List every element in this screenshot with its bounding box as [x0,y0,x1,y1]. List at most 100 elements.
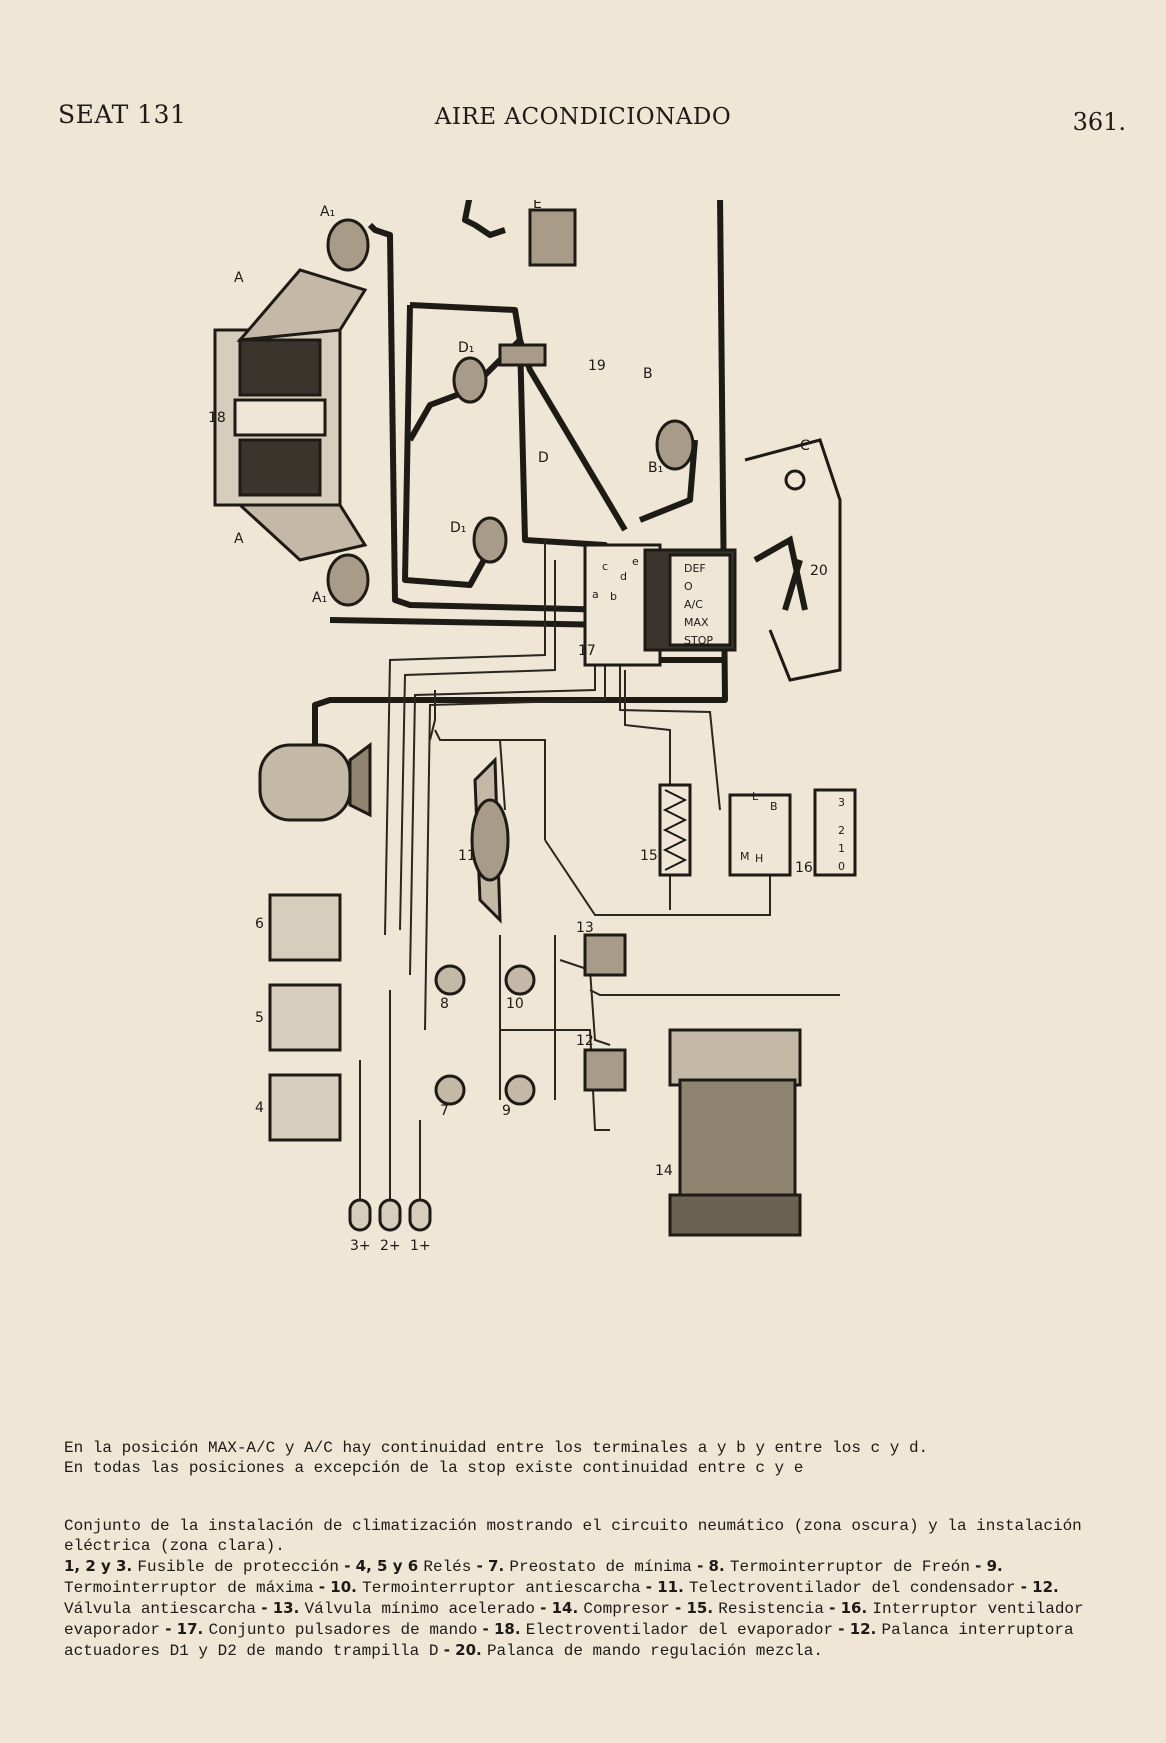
switch16-pos-2: 2 [838,824,845,837]
switch16-term-m: M [740,850,750,863]
lever-20 [744,438,842,682]
fuse-label-2: 2+ [380,1238,401,1254]
actuator-label-a1-bottom: A₁ [312,590,327,606]
actuator-label-b1: B₁ [648,460,663,476]
legend-item-text: Preostato de mínima [509,1558,692,1576]
legend-item-number: - 12. [1015,1578,1059,1596]
legend-item-text: Relés [423,1558,472,1576]
continuity-notes: En la posición MAX-A/C y A/C hay continu… [64,1438,1116,1478]
button-stop: STOP [684,634,713,647]
legend-item-number: - 10. [313,1578,363,1596]
part-label-10: 10 [506,996,524,1012]
part-label-18: 18 [208,410,226,426]
button-def: DEF [684,562,706,575]
actuator-label-a1-top: A₁ [320,204,335,220]
valves [583,933,627,1092]
legend-item-number: - 8. [691,1557,730,1575]
legend-item-number: - 18. [477,1620,526,1638]
legend-items: 1, 2 y 3. Fusible de protección - 4, 5 y… [64,1556,1116,1661]
manual-title: SEAT 131 [58,100,187,129]
switch16-term-b: B [770,800,778,813]
note-line: En todas las posiciones a excepción de l… [64,1459,804,1477]
fuses [348,1198,432,1232]
actuator-label-d1-top: D₁ [458,340,474,356]
legend-item-text: Termointerruptor antiescarcha [362,1579,641,1597]
thermostats [434,964,536,1106]
legend-item-number: 1, 2 y 3. [64,1557,138,1575]
legend-item-number: - 15. [669,1599,719,1617]
legend-item-text: Válvula mínimo acelerado [304,1600,535,1618]
terminal-d: d [620,570,627,583]
legend-item-text: Conjunto pulsadores de mando [208,1621,478,1639]
legend-item-number: - 11. [640,1578,690,1596]
note-line: En la posición MAX-A/C y A/C hay continu… [64,1439,929,1457]
part-label-6: 6 [255,916,264,932]
terminal-e: e [632,555,639,568]
legend-item-text: Válvula antiescarcha [64,1600,257,1618]
switch16-pos-0: 0 [838,860,845,873]
part-label-19: 19 [588,358,606,374]
legend-item-text: Electroventilador del evaporador [525,1621,834,1639]
legend-item-text: Interruptor ventilador evaporador [64,1600,1084,1639]
legend-item-text: Fusible de protección [137,1558,340,1576]
fuse-label-3: 3+ [350,1238,371,1254]
switch16-term-h: H [755,852,763,865]
part-label-12: 12 [576,1033,594,1049]
legend-item-number: - 17. [160,1620,209,1638]
part-label-9: 9 [502,1103,511,1119]
legend-item-text: Palanca interruptora actuadores D1 y D2 … [64,1621,1074,1660]
legend-item-text: Compresor [583,1600,670,1618]
resistor-15 [658,783,692,877]
switch16-pos-1: 1 [838,842,845,855]
actuator-label-d1-bottom: D₁ [450,520,466,536]
switch16-term-l: L [752,790,759,803]
part-label-13: 13 [576,920,594,936]
legend-item-number: - 12. [833,1620,882,1638]
part-label-16: 16 [795,860,813,876]
condenser-fan-11 [470,756,510,924]
part-label-5: 5 [255,1010,264,1026]
part-label-15: 15 [640,848,658,864]
button-ac: A/C [684,598,703,611]
terminal-c: c [602,560,608,573]
section-title: AIRE ACONDICIONADO [434,104,732,130]
button-o: O [684,580,693,593]
legend-item-number: - 14. [534,1599,584,1617]
wiring-diagram: A A E B C D 18 19 20 11 15 16 17 4 5 6 7… [208,200,857,1254]
legend-item-number: - 4, 5 y 6 [339,1557,424,1575]
switch16-pos-3: 3 [838,796,845,809]
legend-item-number: - 16. [823,1599,873,1617]
part-label-8: 8 [440,996,449,1012]
terminal-b: b [610,590,617,603]
page-number: 361. [1072,108,1126,136]
page-header: SEAT 131 AIRE ACONDICIONADO 361. [0,96,1166,136]
legend-item-number: - 13. [256,1599,305,1617]
evaporator-unit-18 [213,218,370,607]
legend-item-number: - 7. [471,1557,510,1575]
legend-intro: Conjunto de la instalación de climatizac… [64,1517,1082,1555]
legend-item-number: - 20. [438,1641,487,1659]
compressor-14 [668,1028,802,1237]
legend-item-text: Resistencia [718,1600,824,1618]
group-label-d: D [538,450,549,466]
receiver-drier [258,742,372,822]
legend-item-text: Telectroventilador del condensador [689,1579,1016,1597]
fan-switch-16 [728,788,857,877]
figure-legend: Conjunto de la instalación de climatizac… [64,1516,1116,1661]
group-label-a-top: A [234,270,244,286]
legend-item-text: Termointerruptor de máxima [64,1579,314,1597]
part-label-17: 17 [578,643,596,659]
diagram-labels: A A E B C D 18 19 20 11 15 16 17 4 5 6 7… [208,200,845,1254]
terminal-a: a [592,588,599,601]
pneumatic-circuit [312,200,728,745]
part-label-11: 11 [458,848,476,864]
group-label-a-bottom: A [234,531,244,547]
group-label-b: B [643,366,653,382]
button-panel-17 [583,543,737,667]
legend-item-text: Palanca de mando regulación mezcla. [486,1642,823,1660]
relays [268,893,342,1142]
group-label-c: C [800,438,810,454]
part-label-4: 4 [255,1100,264,1116]
part-label-14: 14 [655,1163,673,1179]
button-max: MAX [684,616,709,629]
